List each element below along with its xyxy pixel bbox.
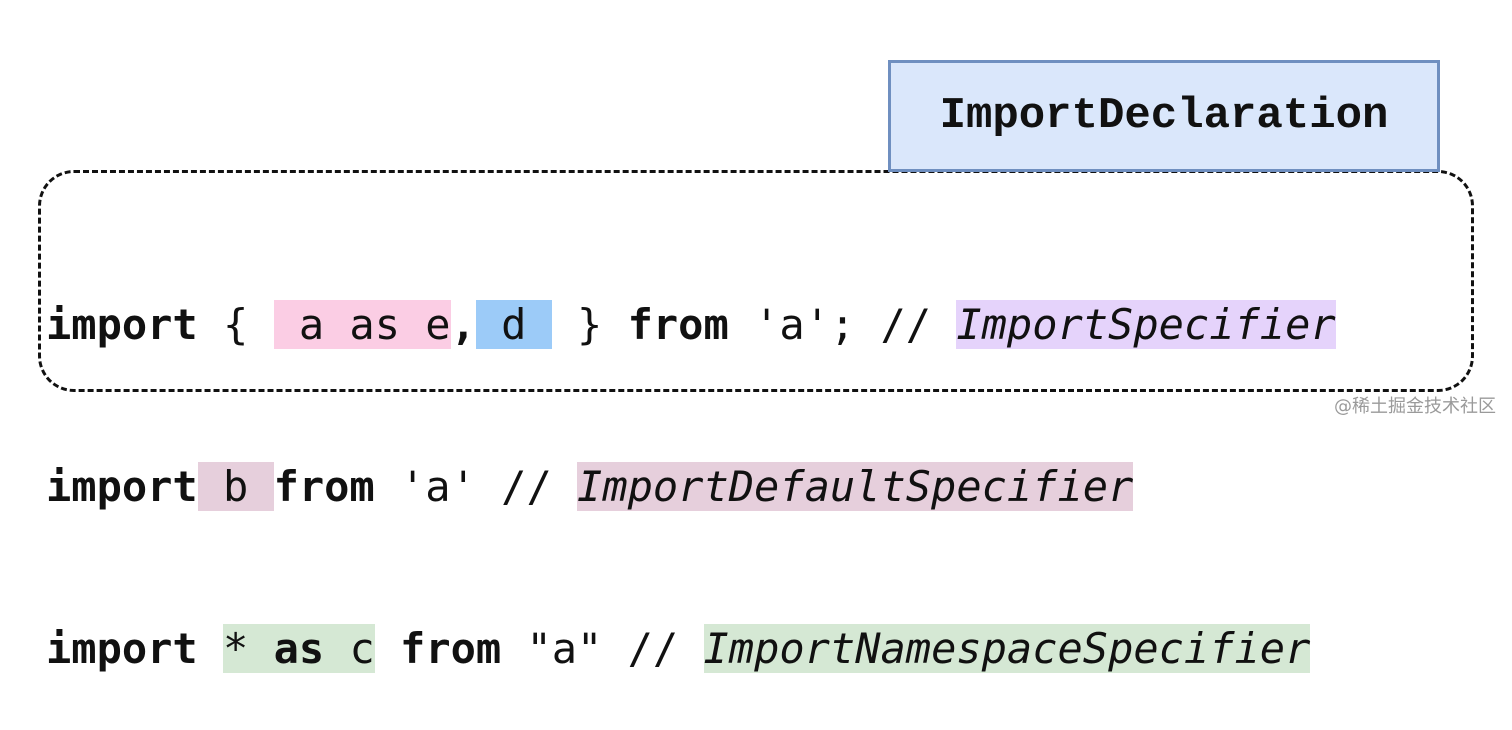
from-keyword: from — [400, 624, 502, 673]
source-string: 'a'; // — [728, 300, 957, 349]
star: * — [223, 624, 274, 673]
code-line-namespace: import * as c from "a" // ImportNamespac… — [46, 622, 1336, 676]
code-block: import { a as e, d } from 'a'; // Import… — [46, 190, 1336, 730]
from-keyword: from — [273, 462, 375, 511]
comma: , — [450, 300, 476, 349]
watermark: @稀土掘金技术社区 — [1334, 396, 1496, 417]
comment-import-default-specifier: ImportDefaultSpecifier — [577, 462, 1134, 511]
import-declaration-frame — [38, 170, 1474, 392]
code-line-specifier: import { a as e, d } from 'a'; // Import… — [46, 298, 1336, 352]
space — [375, 624, 400, 673]
import-keyword: import — [46, 300, 198, 349]
source-string: 'a' // — [374, 462, 578, 511]
source-string: "a" // — [501, 624, 704, 673]
comment-import-specifier: ImportSpecifier — [956, 300, 1336, 349]
close-brace: } — [551, 300, 628, 349]
comment-import-namespace-specifier: ImportNamespaceSpecifier — [703, 624, 1311, 673]
namespace-specifier: * as c — [223, 624, 375, 673]
specifier-a-as-e: a as e — [273, 300, 451, 349]
code-line-default: import b from 'a' // ImportDefaultSpecif… — [46, 460, 1336, 514]
specifier-c: c — [324, 624, 375, 673]
space — [198, 624, 223, 673]
as-keyword: as — [273, 624, 325, 673]
from-keyword: from — [627, 300, 729, 349]
specifier-b: b — [197, 462, 274, 511]
import-declaration-text: ImportDeclaration — [939, 91, 1389, 141]
specifier-d: d — [475, 300, 552, 349]
import-keyword: import — [46, 462, 198, 511]
open-brace: { — [197, 300, 274, 349]
import-declaration-label: ImportDeclaration — [888, 60, 1440, 172]
import-keyword: import — [46, 624, 198, 673]
